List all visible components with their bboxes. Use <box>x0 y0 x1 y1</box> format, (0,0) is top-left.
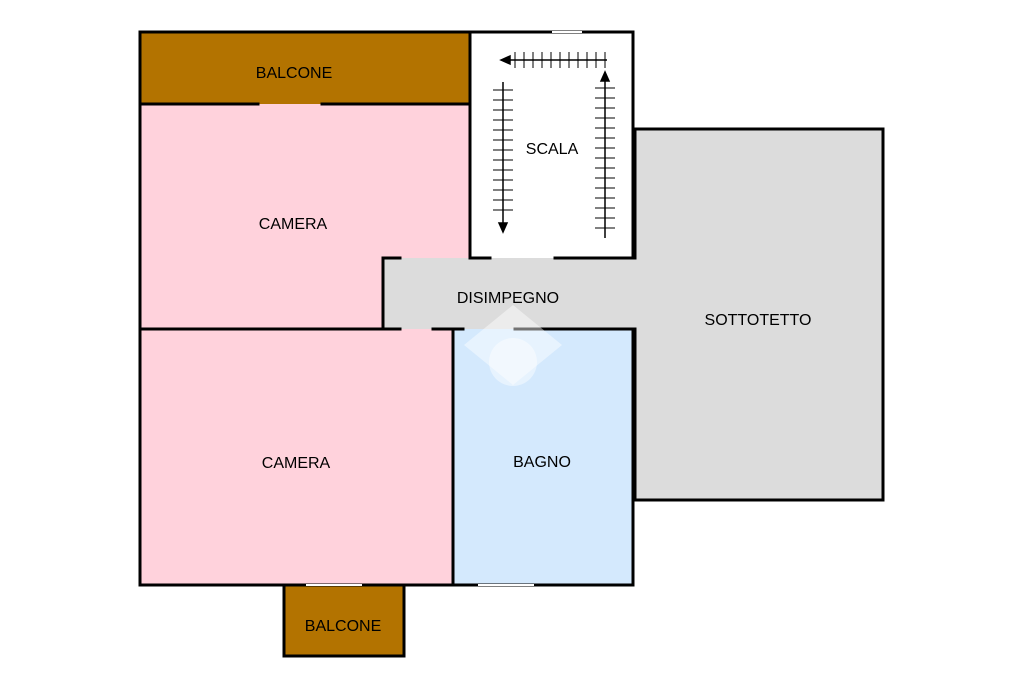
bathroom-area <box>453 329 633 585</box>
attic-area <box>635 129 883 500</box>
bedroom-lower-area <box>140 329 453 585</box>
stair-area <box>470 32 633 258</box>
watermark-logo <box>464 305 562 386</box>
balcony-bottom-area <box>284 585 404 656</box>
walls <box>138 30 885 658</box>
bedroom-lower-label: CAMERA <box>262 455 331 472</box>
balcony-top-area <box>140 32 470 104</box>
window-marks <box>306 31 582 586</box>
hall-area <box>383 258 635 329</box>
bathroom-label: BAGNO <box>513 454 571 471</box>
hall-label: DISIMPEGNO <box>457 290 559 307</box>
bedroom-upper-label: CAMERA <box>259 216 328 233</box>
stair-label: SCALA <box>526 141 579 158</box>
stair-arrows <box>493 52 615 238</box>
balcony-top-label: BALCONE <box>256 65 332 82</box>
attic-label: SOTTOTETTO <box>705 312 812 329</box>
balcony-bottom-label: BALCONE <box>305 618 381 635</box>
